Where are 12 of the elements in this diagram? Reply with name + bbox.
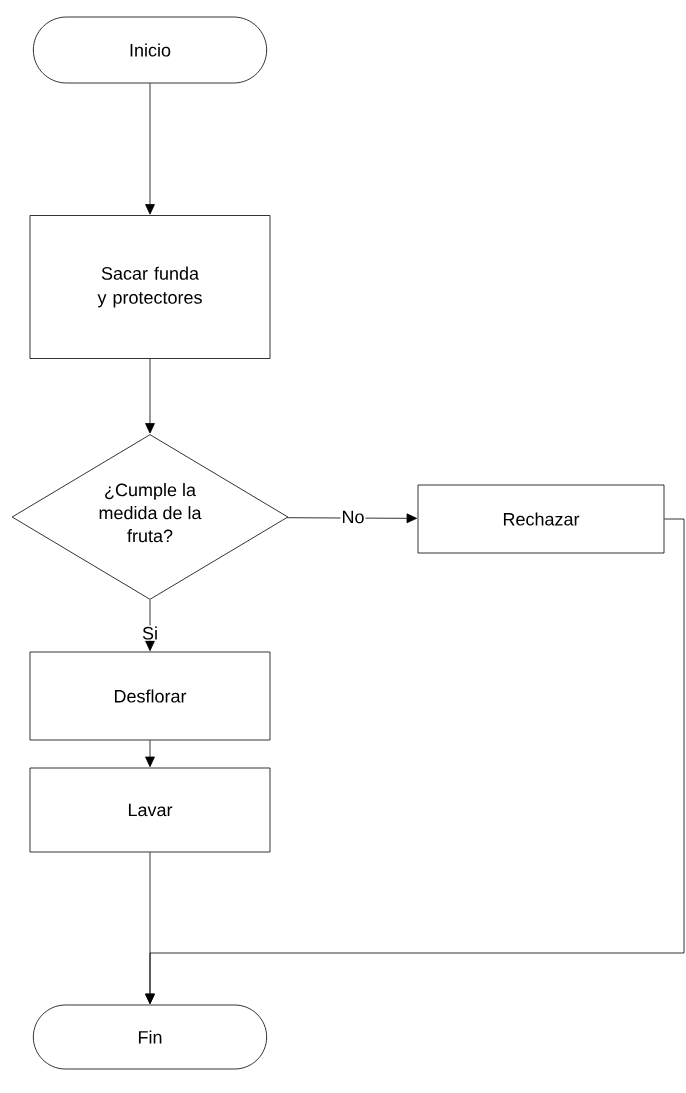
arrow [286,513,418,524]
process-box: Desflorar [29,651,271,741]
edge-label: Si [141,625,159,641]
arrow [145,358,155,434]
arrow [145,599,155,652]
arrow [145,740,155,768]
process-box: Lavar [29,767,271,853]
arrow [145,518,685,1005]
arrow [145,83,155,215]
process-box: Sacar funda y protectores [29,215,271,359]
process-box: Rechazar [417,484,665,554]
edge-label: No [340,509,366,525]
